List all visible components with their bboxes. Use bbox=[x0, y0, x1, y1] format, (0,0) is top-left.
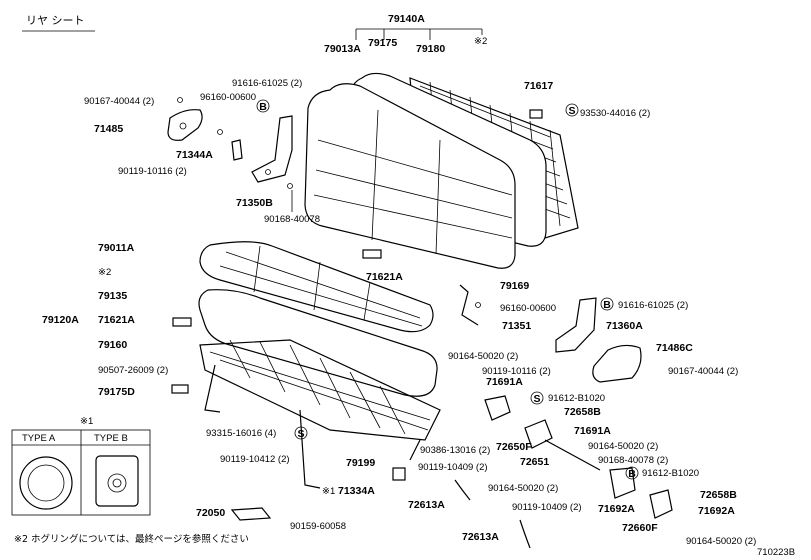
seat-cushion-pad-drawing bbox=[198, 289, 438, 397]
label-71486C: 71486C bbox=[656, 342, 693, 354]
label-79175D: 79175D bbox=[98, 386, 135, 398]
label-90164-c: 90164-50020 (2) bbox=[488, 483, 558, 494]
marker-S-2: S bbox=[533, 393, 540, 405]
label-93530: 93530-44016 (2) bbox=[580, 108, 650, 119]
label-72650F: 72650F bbox=[496, 441, 532, 453]
label-90164-d: 90164-50020 (2) bbox=[686, 536, 756, 547]
legend-type-b: TYPE B bbox=[94, 433, 128, 444]
label-79160: 79160 bbox=[98, 339, 127, 351]
label-71344A: 71344A bbox=[176, 149, 213, 161]
part-72050 bbox=[230, 507, 272, 521]
label-79199: 79199 bbox=[346, 457, 375, 469]
label-71621A-center: 71621A bbox=[366, 271, 403, 283]
figure-id: 710223B bbox=[757, 547, 795, 558]
label-90167-lower: 90167-40044 (2) bbox=[668, 366, 738, 377]
label-71621A-left: 71621A bbox=[98, 314, 135, 326]
label-90386: 90386-13016 (2) bbox=[420, 445, 490, 456]
label-mark2-lower: ※2 bbox=[98, 267, 111, 278]
label-96160-lower: 96160-00600 bbox=[500, 303, 556, 314]
part-labels: 79140A 79013A 79175 79180 ※2 71617 91616… bbox=[42, 13, 756, 547]
legend-type-a: TYPE A bbox=[22, 433, 56, 444]
label-79011A: 79011A bbox=[98, 242, 135, 254]
label-79140A: 79140A bbox=[388, 13, 425, 25]
type-legend: ※1 TYPE A TYPE B bbox=[11, 416, 151, 516]
part-71621A-upper bbox=[362, 249, 382, 259]
label-79169: 79169 bbox=[500, 280, 529, 292]
label-90159: 90159-60058 bbox=[290, 521, 346, 532]
label-72660F: 72660F bbox=[622, 522, 658, 534]
label-72658B-a: 72658B bbox=[564, 406, 601, 418]
label-71360A: 71360A bbox=[606, 320, 643, 332]
label-71692A-a: 71692A bbox=[598, 503, 635, 515]
label-91616-lower: 91616-61025 (2) bbox=[618, 300, 688, 311]
label-79135: 79135 bbox=[98, 290, 127, 302]
hog-ring-note: ※2 ホグリングについては、最終ページを参照ください bbox=[14, 533, 249, 545]
seat-back-cover-drawing bbox=[304, 83, 516, 269]
label-90119-upper: 90119-10116 (2) bbox=[118, 166, 187, 177]
label-90119-right: 90119-10116 (2) bbox=[482, 366, 551, 377]
label-90164-b: 90164-50020 (2) bbox=[588, 441, 658, 452]
left-hinge-drawing bbox=[167, 97, 293, 212]
marker-B-2: B bbox=[603, 299, 611, 311]
label-90167-upper: 90167-40044 (2) bbox=[84, 96, 154, 107]
seat-cushion-cover-drawing bbox=[199, 241, 434, 333]
label-71351: 71351 bbox=[502, 320, 531, 332]
page-title: リヤ シート bbox=[26, 14, 85, 27]
marker-B-3: B bbox=[628, 468, 636, 480]
label-79175: 79175 bbox=[368, 37, 397, 49]
label-71691A-b: 71691A bbox=[574, 425, 611, 437]
label-90119-c: 90119-10409 (2) bbox=[418, 462, 488, 473]
label-79120A: 79120A bbox=[42, 314, 79, 326]
label-71692A-b: 71692A bbox=[698, 505, 735, 517]
label-90119-d: 90119-10409 (2) bbox=[512, 502, 582, 513]
marker-S-3: S bbox=[297, 428, 304, 440]
part-79175D bbox=[171, 384, 189, 394]
marker-B-1: B bbox=[259, 101, 267, 113]
leader-lines bbox=[92, 28, 483, 392]
label-91612-a: 91612-B1020 bbox=[548, 393, 605, 404]
label-79180: 79180 bbox=[416, 43, 445, 55]
label-90168-upper: 90168-40078 bbox=[264, 214, 320, 225]
label-72613A-a: 72613A bbox=[408, 499, 445, 511]
label-mark2-upper: ※2 bbox=[474, 36, 487, 47]
label-72613A-b: 72613A bbox=[462, 531, 499, 543]
label-90507: 90507-26009 (2) bbox=[98, 365, 168, 376]
label-72651: 72651 bbox=[520, 456, 549, 468]
seat-cushion-frame-drawing bbox=[199, 339, 441, 489]
label-96160-upper: 96160-00600 bbox=[200, 92, 256, 103]
right-hinge-drawing bbox=[454, 284, 673, 549]
label-71334A: 71334A bbox=[338, 485, 375, 497]
label-91616-upper: 91616-61025 (2) bbox=[232, 78, 302, 89]
label-90164-a: 90164-50020 (2) bbox=[448, 351, 518, 362]
marker-S-1: S bbox=[568, 105, 575, 117]
label-72050: 72050 bbox=[196, 507, 225, 519]
label-93315: 93315-16016 (4) bbox=[206, 428, 276, 439]
legend-title: ※1 bbox=[80, 416, 93, 427]
label-90119-b: 90119-10412 (2) bbox=[220, 454, 290, 465]
part-71334A bbox=[392, 467, 406, 481]
label-91612-b: 91612-B1020 bbox=[642, 468, 699, 479]
label-72658B-b: 72658B bbox=[700, 489, 737, 501]
label-79013A: 79013A bbox=[324, 43, 361, 55]
label-71617: 71617 bbox=[524, 80, 553, 92]
label-71350B: 71350B bbox=[236, 197, 273, 209]
label-90168-lower: 90168-40078 (2) bbox=[598, 455, 668, 466]
part-71617 bbox=[529, 109, 543, 119]
part-71621A-lower bbox=[172, 317, 192, 327]
label-71691A-a: 71691A bbox=[486, 376, 523, 388]
circled-markers: B S B S S B bbox=[256, 99, 639, 480]
label-mark1: ※1 bbox=[322, 486, 335, 497]
label-71485: 71485 bbox=[94, 123, 123, 135]
